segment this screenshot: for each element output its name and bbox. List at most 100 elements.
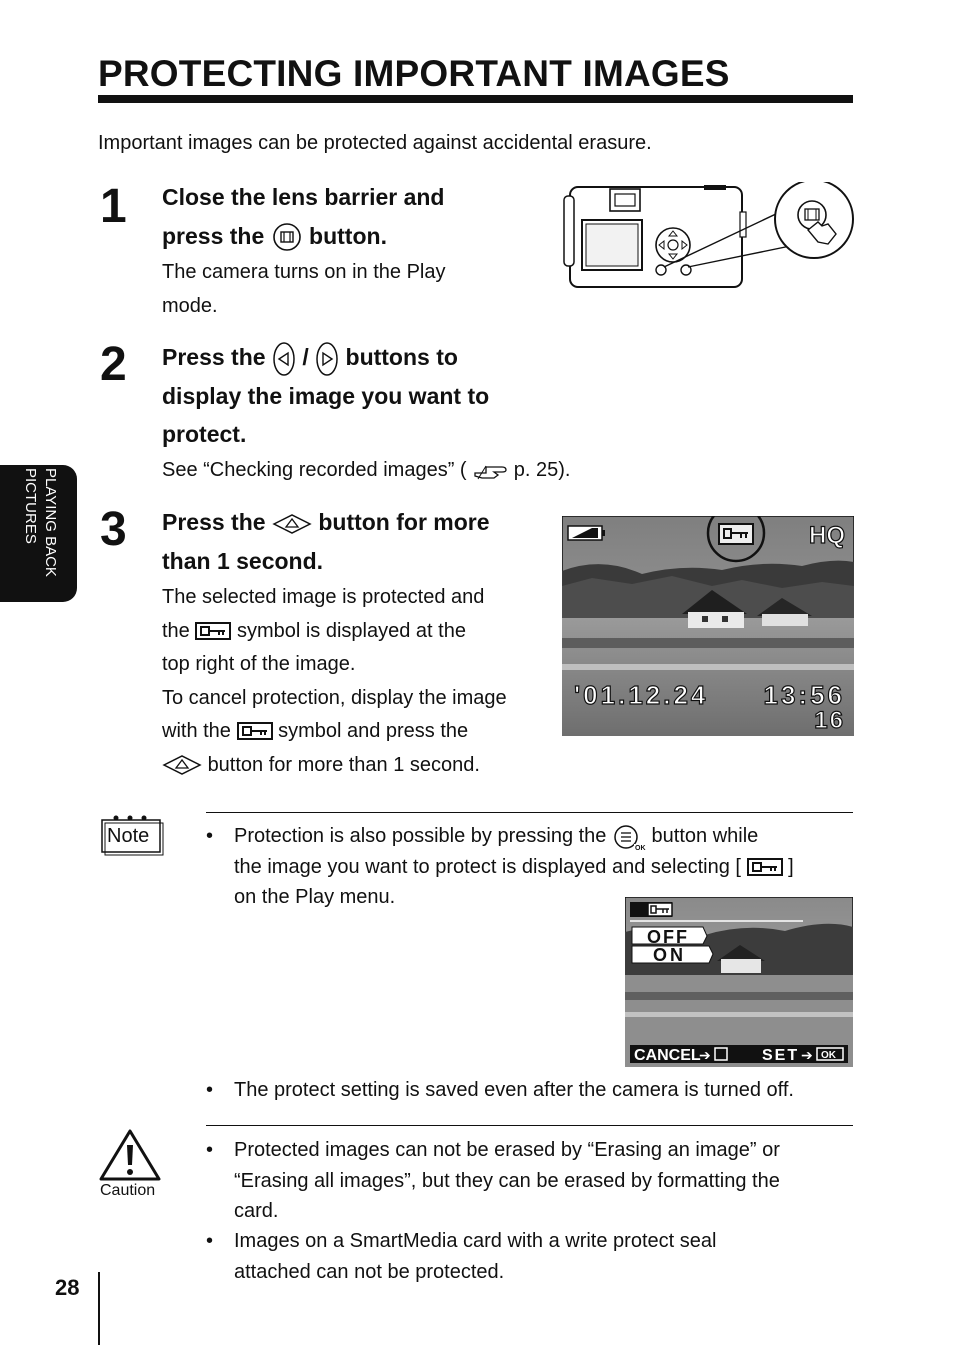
step-3-heading-line1: Press the button for more [162, 503, 562, 542]
note-pad-icon [101, 815, 164, 856]
note-bullet-2: • The protect setting is saved even afte… [206, 1075, 866, 1107]
step-1-body-line1: The camera turns on in the Play [162, 261, 446, 283]
step-3-body-text-a: the [162, 619, 190, 642]
step-3-body-text-e: button for more than 1 second. [207, 753, 480, 776]
step-2-body: See “Checking recorded images” ( p. 25). [162, 454, 570, 488]
bullet-dot: • [206, 1079, 214, 1101]
step-3-body-text-d: symbol and press the [278, 720, 469, 742]
lcd-screen-protected-image: HQ '01.12.24 13:56 16 [561, 503, 855, 737]
step-1-heading-line1: Close the lens barrier and [162, 184, 445, 210]
step-3-body-line1: The selected image is protected and [162, 586, 485, 608]
caution-bullet-1: • Protected images can not be erased by … [206, 1135, 866, 1230]
step-2-number: 2 [100, 338, 127, 391]
step-3-body-line6: button for more than 1 second. [162, 749, 552, 783]
caution-bullet-2-line2: attached can not be protected. [234, 1260, 505, 1283]
step-3-heading-text-a: Press the [162, 509, 266, 535]
section-side-tab: PLAYING BACK PICTURES [0, 465, 77, 602]
note-bullet-1: • Protection is also possible by pressin… [206, 821, 866, 916]
note-bullet-1-line3: on the Play menu. [234, 886, 396, 908]
step-2-heading: Press the / buttons to display the image… [162, 338, 582, 454]
time-stamp: 13:56 [764, 680, 846, 710]
step-1-heading: Close the lens barrier and press the but… [162, 178, 562, 255]
bullet-dot: • [206, 1230, 214, 1252]
frame-number: 16 [814, 707, 845, 734]
step-1-body-line2: mode. [162, 294, 218, 317]
date-stamp: '01.12.24 [574, 680, 708, 710]
caution-bullet-2-line1: Images on a SmartMedia card with a write… [234, 1230, 717, 1252]
protect-key-icon [746, 857, 783, 876]
cancel-label: CANCEL [634, 1047, 701, 1064]
step-3-number: 3 [100, 503, 127, 556]
landscape-photo: HQ '01.12.24 13:56 16 [561, 503, 855, 737]
step-3-body-text-c: with the [162, 720, 231, 742]
step-3-body-line4: To cancel protection, display the image [162, 686, 507, 709]
page-title: PROTECTING IMPORTANT IMAGES [98, 53, 730, 94]
play-button-icon [272, 223, 301, 252]
title-underline [98, 95, 853, 103]
caution-bullet-2: • Images on a SmartMedia card with a wri… [206, 1226, 866, 1290]
protect-option-off[interactable]: OFF [647, 927, 689, 947]
note-bullet-1-text-c: the image you want to protect is display… [234, 855, 741, 878]
side-tab-line1: PLAYING BACK [42, 468, 59, 577]
caution-bullet-1-line1: Protected images can not be erased by “E… [234, 1139, 780, 1161]
page-number-rule [98, 1272, 100, 1345]
note-label: Note [107, 825, 150, 847]
step-2-heading-text-b: buttons to [345, 344, 458, 370]
step-3-body: The selected image is protected and the … [162, 581, 552, 782]
step-2-heading-text-a: Press the [162, 344, 266, 370]
step-2-body-text-b: p. 25). [513, 459, 571, 481]
cancel-arrow-icon: ➔ [699, 1047, 711, 1063]
step-3-heading-text-b: button for more [318, 509, 490, 535]
side-tab-text: PLAYING BACK PICTURES [18, 468, 60, 602]
menu-ok-button-icon: OK [614, 824, 646, 851]
warning-triangle-icon [99, 1129, 161, 1181]
caution-bullet-1-line2: “Erasing all images”, but they can be er… [234, 1169, 780, 1192]
up-arrow-button-icon [272, 514, 312, 534]
step-1-heading-text-a: press the [162, 222, 265, 249]
protect-key-icon [195, 621, 232, 640]
protect-menu-photo: OFF ON CANCEL ➔ SET ➔ OK [624, 896, 854, 1068]
step-3-body-text-b: symbol is displayed at the [236, 619, 466, 642]
quality-label: HQ [809, 522, 845, 549]
bullet-dot: • [206, 1139, 214, 1161]
note-bullet-1-line1: Protection is also possible by pressing … [234, 821, 866, 852]
set-label: SET [762, 1047, 799, 1064]
caution-bullet-1-text: Protected images can not be erased by “E… [234, 1135, 780, 1227]
note-bullet-1-text-a: Protection is also possible by pressing … [234, 825, 607, 847]
step-3-heading-line2: than 1 second. [162, 547, 324, 574]
set-arrow-icon: ➔ [801, 1047, 813, 1063]
step-3-body-line3: top right of the image. [162, 653, 356, 675]
protect-option-on[interactable]: ON [653, 945, 686, 965]
step-2-body-text-a: See “Checking recorded images” ( [162, 459, 467, 481]
right-arrow-button-icon [316, 342, 338, 376]
ok-label: OK [821, 1050, 837, 1061]
protect-key-icon [236, 722, 273, 740]
step-1-number: 1 [100, 180, 127, 233]
intro-text: Important images can be protected agains… [98, 132, 652, 154]
step-3-body-line5: with the symbol and press the [162, 715, 552, 749]
note-bullet-1-text-d: ] [788, 855, 794, 878]
step-2-heading-line1: Press the / buttons to [162, 338, 582, 377]
left-arrow-button-icon [273, 342, 295, 376]
svg-text:OK: OK [635, 845, 646, 851]
up-arrow-button-icon [162, 755, 202, 776]
step-3-body-line2: the symbol is displayed at the [162, 615, 552, 649]
step-1-body: The camera turns on in the Play mode. [162, 256, 445, 323]
caution-badge: Caution [97, 1125, 167, 1205]
note-bullet-1-line2: the image you want to protect is display… [234, 852, 866, 883]
caution-label: Caution [100, 1182, 156, 1199]
note-bullet-2-text: The protect setting is saved even after … [234, 1079, 794, 1101]
note-top-rule [206, 812, 853, 813]
step-1-heading-line2: press the button. [162, 217, 562, 256]
note-badge: Note [99, 812, 164, 856]
step-1-heading-text-b: button. [309, 222, 387, 249]
step-2-heading-line3: protect. [162, 421, 247, 448]
note-bullet-1-text: Protection is also possible by pressing … [234, 821, 866, 913]
step-2-heading-line2: display the image you want to [162, 382, 490, 409]
pointing-hand-reference-icon [474, 465, 507, 479]
camera-back-illustration [563, 182, 854, 288]
page-number: 28 [55, 1275, 80, 1300]
step-3-heading: Press the button for more than 1 second. [162, 503, 562, 580]
lcd-screen-protect-menu: OFF ON CANCEL ➔ SET ➔ OK [624, 896, 854, 1068]
caution-bullet-2-text: Images on a SmartMedia card with a write… [234, 1226, 716, 1287]
